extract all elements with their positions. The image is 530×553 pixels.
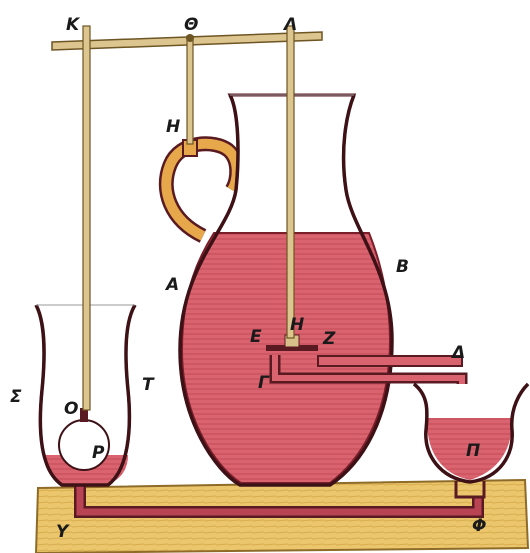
label-K: Κ <box>66 15 81 35</box>
large-jug <box>180 95 392 485</box>
right-rod <box>287 26 294 338</box>
label-Delta: Δ <box>450 343 465 363</box>
label-Theta: Θ <box>184 15 198 35</box>
label-Phi: Φ <box>472 516 486 536</box>
label-H-handle: Η <box>166 117 180 137</box>
label-Gamma: Γ <box>258 373 270 393</box>
label-A: Α <box>164 275 179 295</box>
label-B: Β <box>396 257 409 277</box>
label-Lambda: Λ <box>282 15 297 35</box>
label-T: Τ <box>142 375 155 395</box>
label-H-valve: Η <box>290 315 304 335</box>
label-P: Ρ <box>92 443 105 463</box>
left-rod <box>83 26 90 410</box>
label-Z: Ζ <box>322 329 336 349</box>
label-Y: Υ <box>56 522 70 542</box>
center-rod <box>186 34 194 144</box>
label-Sigma: Σ <box>10 387 22 407</box>
label-O: Ο <box>64 399 78 419</box>
label-E: Ε <box>250 327 262 347</box>
label-Pi: Π <box>466 441 480 461</box>
